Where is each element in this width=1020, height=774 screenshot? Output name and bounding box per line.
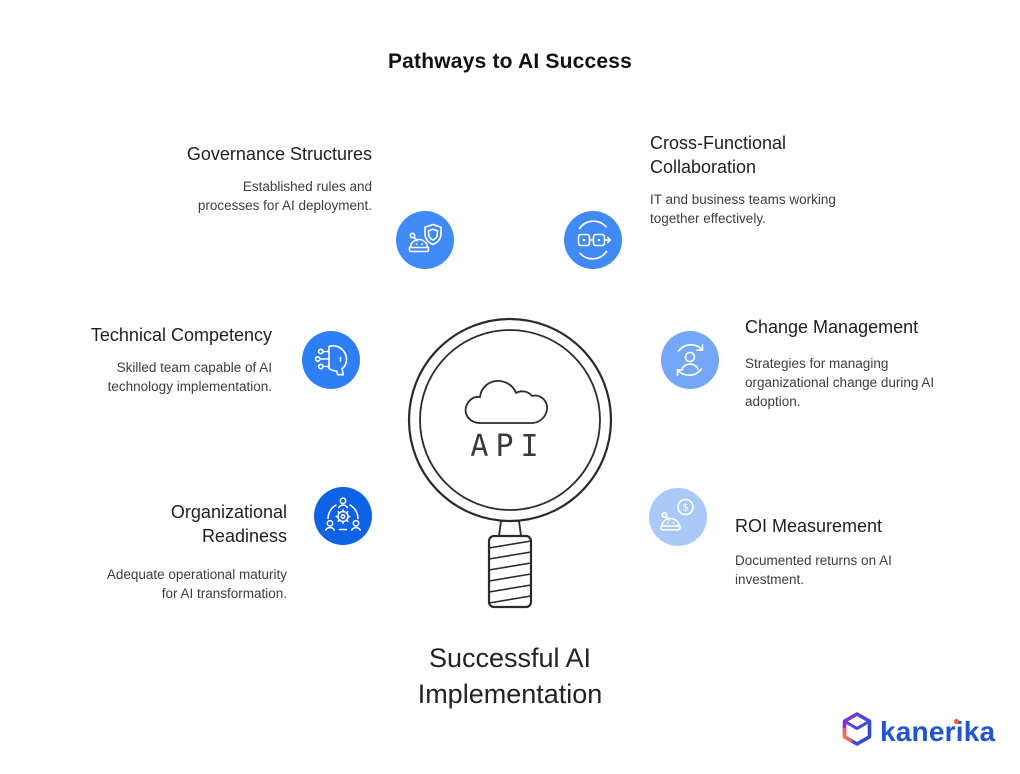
roi-description: Documented returns on AI investment.	[735, 553, 892, 587]
organizational-readiness-description: Adequate operational maturity for AI tra…	[106, 567, 287, 601]
page-title: Pathways to AI Success	[387, 50, 633, 73]
person-refresh-icon	[661, 331, 719, 389]
organizational-readiness-heading: Organizational Readiness	[170, 502, 287, 546]
section-governance: Governance Structures Established rules …	[140, 142, 372, 215]
section-cross-functional: Cross-Functional Collaboration IT and bu…	[650, 131, 892, 228]
kanerika-wordmark: kanerika	[880, 715, 996, 747]
robot-coin-icon: $	[649, 488, 707, 546]
technical-heading: Technical Competency	[90, 325, 272, 345]
section-organizational-readiness: Organizational Readiness Adequate operat…	[55, 500, 287, 603]
api-label: API	[470, 429, 545, 464]
section-technical: Technical Competency Skilled team capabl…	[40, 323, 272, 396]
cross-functional-description: IT and business teams working together e…	[650, 192, 836, 226]
section-change-management: Change Management Strategies for managin…	[745, 315, 967, 411]
roi-heading: ROI Measurement	[735, 516, 883, 536]
magnifier-api-illustration: API	[400, 306, 620, 618]
section-roi: ROI Measurement Documented returns on AI…	[735, 514, 957, 589]
team-gear-icon	[314, 487, 372, 545]
cloud-icon	[464, 380, 548, 424]
center-caption: Successful AI Implementation	[417, 643, 603, 709]
technical-description: Skilled team capable of AI technology im…	[107, 360, 272, 394]
logo-i-dot	[954, 718, 959, 724]
governance-description: Established rules and processes for AI d…	[197, 179, 372, 213]
dollar-symbol: $	[682, 503, 688, 514]
change-management-heading: Change Management	[745, 317, 919, 337]
process-flow-icon	[564, 211, 622, 269]
cross-functional-heading: Cross-Functional Collaboration	[650, 133, 787, 177]
change-management-description: Strategies for managing organizational c…	[745, 356, 935, 409]
robot-shield-icon	[396, 211, 454, 269]
kanerika-logo: kanerika	[842, 712, 995, 751]
governance-heading: Governance Structures	[186, 144, 372, 164]
kanerika-logo-mark-icon	[842, 712, 872, 751]
ai-head-circuit-icon	[302, 331, 360, 389]
